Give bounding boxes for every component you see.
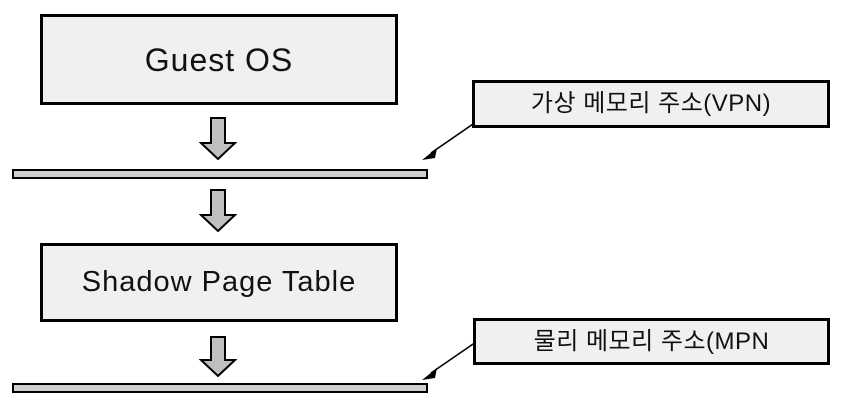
down-arrow-icon-shadow-page-table-to-physical-bus xyxy=(199,336,237,377)
callout-physical-memory-address-label: 물리 메모리 주소(MPN xyxy=(533,327,770,355)
callout-physical-memory-address: 물리 메모리 주소(MPN xyxy=(473,318,830,365)
down-arrow-icon-virtual-bus-to-shadow-page-table xyxy=(199,189,237,232)
memory-bus-bar-virtual xyxy=(12,169,428,179)
memory-bus-bar-physical xyxy=(12,383,428,393)
node-guest-os: Guest OS xyxy=(40,14,398,105)
node-guest-os-label: Guest OS xyxy=(144,41,294,78)
down-arrow-icon-guest-to-virtual-bus xyxy=(199,117,237,160)
node-shadow-page-table: Shadow Page Table xyxy=(40,243,398,322)
callout-virtual-memory-address-label: 가상 메모리 주소(VPN) xyxy=(530,90,772,117)
callout-virtual-memory-address: 가상 메모리 주소(VPN) xyxy=(472,80,830,128)
node-shadow-page-table-label: Shadow Page Table xyxy=(81,266,357,298)
